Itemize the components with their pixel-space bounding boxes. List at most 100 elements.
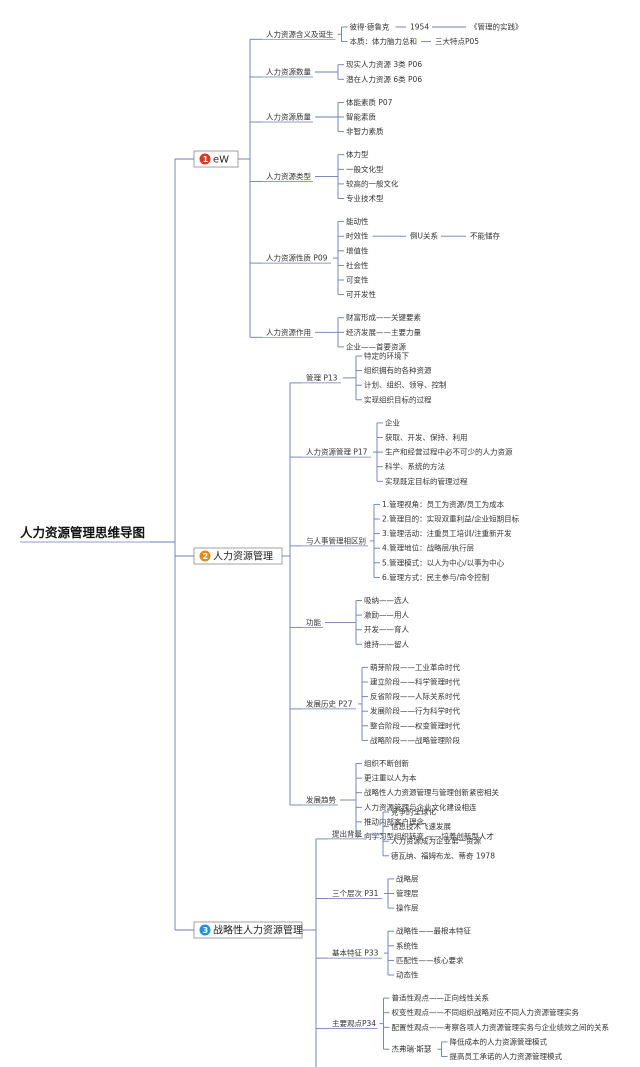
node-label: 生产和经营过程中必不可少的人力资源: [385, 447, 513, 457]
topic-2-5[interactable]: 萌芽阶段——工业革命时代建立阶段——科学管理时代反省阶段——人际关系时代发展阶段…: [302, 662, 460, 745]
node[interactable]: 操作层: [396, 903, 419, 913]
node[interactable]: 降低成本的人力资源管理模式: [450, 1036, 548, 1046]
node[interactable]: 管理层: [396, 888, 419, 898]
topic-2-6[interactable]: 组织不断创新更注重以人为本战略性人力资源管理与管理创新紧密相关人力资源管理与企业…: [302, 758, 499, 841]
node[interactable]: 6.管理方式：民主参与/命令控制: [382, 572, 489, 582]
node[interactable]: 三大特点P05: [435, 36, 479, 46]
node[interactable]: 组织不断创新: [364, 758, 409, 768]
topic-3-4[interactable]: 普适性观点——正向线性关系权变性观点——不同组织战略对应不同人力资源管理实务配置…: [328, 993, 609, 1061]
node[interactable]: 普适性观点——正向线性关系: [392, 993, 490, 1003]
node[interactable]: 潜在人力资源 6类 P06: [346, 74, 422, 84]
node[interactable]: 增值性: [346, 245, 369, 255]
node[interactable]: 匹配性——核心要求: [396, 955, 464, 965]
node[interactable]: 体能素质 P07: [346, 97, 393, 107]
node-label: 建立阶段——科学管理时代: [370, 677, 460, 687]
node[interactable]: 人力资源管理与企业文化建设相连: [364, 802, 477, 812]
node[interactable]: 更注重以人为本: [364, 773, 417, 783]
node[interactable]: 科学、系统的方法: [385, 461, 445, 471]
topic-2-3[interactable]: 1.管理视角：员工为资源/员工为成本 2.管理目的：实现双重利益/企业短期目标 3.…: [302, 499, 520, 582]
node[interactable]: 财富形成——关键要素: [346, 312, 421, 322]
node[interactable]: 战略层: [396, 873, 419, 883]
node[interactable]: 实现既定目标的管理过程: [385, 476, 468, 486]
node[interactable]: 权变性观点——不同组织战略对应不同人力资源管理实务: [392, 1007, 580, 1017]
node[interactable]: 组织拥有的各种资源: [364, 365, 432, 375]
node[interactable]: 智能素质: [346, 112, 376, 122]
node[interactable]: 企业: [385, 417, 400, 427]
node[interactable]: 专业技术型: [346, 193, 384, 203]
node[interactable]: 维持——留人: [364, 639, 409, 649]
root-node[interactable]: 人力资源管理思维导图: [20, 525, 150, 543]
node[interactable]: 计划、组织、领导、控制: [364, 380, 447, 390]
node[interactable]: 特定的环境下: [364, 351, 409, 361]
node[interactable]: 建立阶段——科学管理时代: [370, 677, 460, 687]
node[interactable]: 动态性: [396, 970, 419, 980]
topic-label: 人力资源性质 P09: [266, 253, 328, 263]
node[interactable]: 战略性——最根本特征: [396, 926, 471, 936]
node[interactable]: 可开发性: [346, 289, 376, 299]
node[interactable]: 体力型: [346, 149, 369, 159]
node[interactable]: 能动性: [346, 216, 369, 226]
node[interactable]: 《管理的实践》1954 彼得·德鲁克: [350, 22, 523, 32]
node[interactable]: 生产和经营过程中必不可少的人力资源: [385, 447, 513, 457]
node[interactable]: 推动内部客户理念: [364, 816, 424, 826]
node[interactable]: 萌芽阶段——工业革命时代: [370, 662, 460, 672]
node[interactable]: 不能储存: [470, 231, 500, 241]
node[interactable]: 社会性: [346, 260, 369, 270]
node[interactable]: 配置性观点——考察各项人力资源管理实务与企业绩效之间的关系: [392, 1022, 610, 1032]
node[interactable]: 《管理的实践》: [470, 22, 523, 32]
node[interactable]: 发展阶段——行为科学时代: [370, 706, 460, 716]
branch-1[interactable]: 《管理的实践》1954彼得·德鲁克三大特点P05本质：体力脑力总和人力资源含义及…: [175, 22, 523, 352]
node[interactable]: 激励——用人: [364, 610, 409, 620]
node[interactable]: 提高员工承诺的人力资源管理模式: [450, 1051, 563, 1061]
node[interactable]: 实现组织目标的过程: [364, 394, 432, 404]
node[interactable]: 1.管理视角：员工为资源/员工为成本: [382, 499, 505, 509]
node[interactable]: 吸纳——选人: [364, 595, 409, 605]
node[interactable]: 战略阶段——战略管理阶段: [370, 735, 460, 745]
node[interactable]: 信息技术飞速发展: [391, 821, 451, 831]
node[interactable]: 德瓦纳、福姆布龙、蒂奇 1978: [391, 850, 495, 860]
topic-1-1[interactable]: 《管理的实践》1954彼得·德鲁克三大特点P05本质：体力脑力总和人力资源含义及…: [262, 22, 523, 47]
node[interactable]: 企业——首要资源: [346, 341, 406, 351]
node[interactable]: 4.管理地位：战略层/执行层: [382, 543, 475, 553]
node[interactable]: 2.管理目的：实现双重利益/企业短期目标: [382, 514, 520, 524]
node[interactable]: 人力资源成为企业第一资源: [391, 836, 481, 846]
node[interactable]: 反省阶段——人际关系时代: [370, 691, 460, 701]
node-label: 彼得·德鲁克: [350, 22, 390, 32]
node[interactable]: 开发——育人: [364, 624, 409, 634]
node[interactable]: 战略性人力资源管理与管理创新紧密相关: [364, 787, 499, 797]
node[interactable]: 一般文化型: [346, 164, 384, 174]
node[interactable]: 竞争的全球化: [391, 807, 436, 817]
node[interactable]: 系统性: [396, 940, 419, 950]
node[interactable]: 3.管理活动：注重员工培训/注重新开发: [382, 528, 512, 538]
node[interactable]: 《管理的实践》1954: [410, 22, 523, 32]
node-label: 1.管理视角：员工为资源/员工为成本: [382, 499, 505, 509]
node[interactable]: 可变性: [346, 275, 369, 285]
node[interactable]: 5.管理模式：以人为中心/以事为中心: [382, 557, 505, 567]
node[interactable]: 非智力素质: [346, 126, 384, 136]
node[interactable]: 经济发展——主要力量: [346, 327, 421, 337]
node[interactable]: 现实人力资源 3类 P06: [346, 59, 422, 69]
node[interactable]: 整合阶段——权变管理时代: [370, 720, 460, 730]
node-label: 计划、组织、领导、控制: [364, 380, 447, 390]
node[interactable]: 获取、开发、保持、利用: [385, 432, 468, 442]
node[interactable]: 向学习型组织转变 ——培养创新型人才: [364, 831, 494, 841]
topic-2-2[interactable]: 企业获取、开发、保持、利用生产和经营过程中必不可少的人力资源科学、系统的方法实现…: [302, 417, 513, 486]
node[interactable]: 较高的一般文化: [346, 178, 399, 188]
node-label: 反省阶段——人际关系时代: [370, 691, 460, 701]
